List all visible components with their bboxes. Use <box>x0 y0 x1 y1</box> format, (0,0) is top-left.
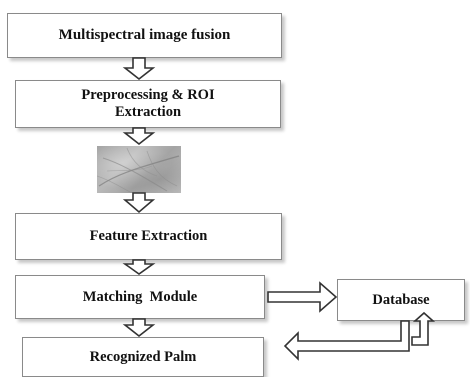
preprocessing-line-2: Extraction <box>114 104 182 120</box>
fusion-step-box: Multispectral image fusion <box>7 13 282 58</box>
matching-module-label: Matching Module <box>82 288 198 305</box>
palm-recognition-flowchart: Multispectral image fusion Preprocessing… <box>7 13 465 377</box>
palm-roi-image <box>97 146 181 193</box>
arrow-down-icon <box>122 57 156 81</box>
arrow-return-icon <box>283 320 410 361</box>
arrow-down-icon <box>122 192 156 214</box>
arrow-down-icon <box>122 318 156 338</box>
preprocessing-line-1: Preprocessing & ROI <box>81 87 215 104</box>
recognized-palm-label: Recognized Palm <box>89 348 197 365</box>
arrow-down-icon <box>122 127 156 146</box>
database-box: Database <box>337 279 465 321</box>
arrow-down-icon <box>122 259 156 275</box>
database-label: Database <box>372 291 430 308</box>
flow-arrows <box>122 57 436 361</box>
matching-module-box: Matching Module <box>15 275 265 319</box>
fusion-step-label: Multispectral image fusion <box>58 26 231 43</box>
arrow-up-icon <box>411 311 436 346</box>
preprocessing-step-box: Preprocessing & ROI Extraction <box>15 80 281 128</box>
preprocessing-step-label: Preprocessing & ROI Extraction <box>81 87 214 120</box>
feature-extraction-label: Feature Extraction <box>89 228 208 245</box>
arrow-right-icon <box>267 281 338 313</box>
feature-extraction-step-box: Feature Extraction <box>15 213 282 260</box>
